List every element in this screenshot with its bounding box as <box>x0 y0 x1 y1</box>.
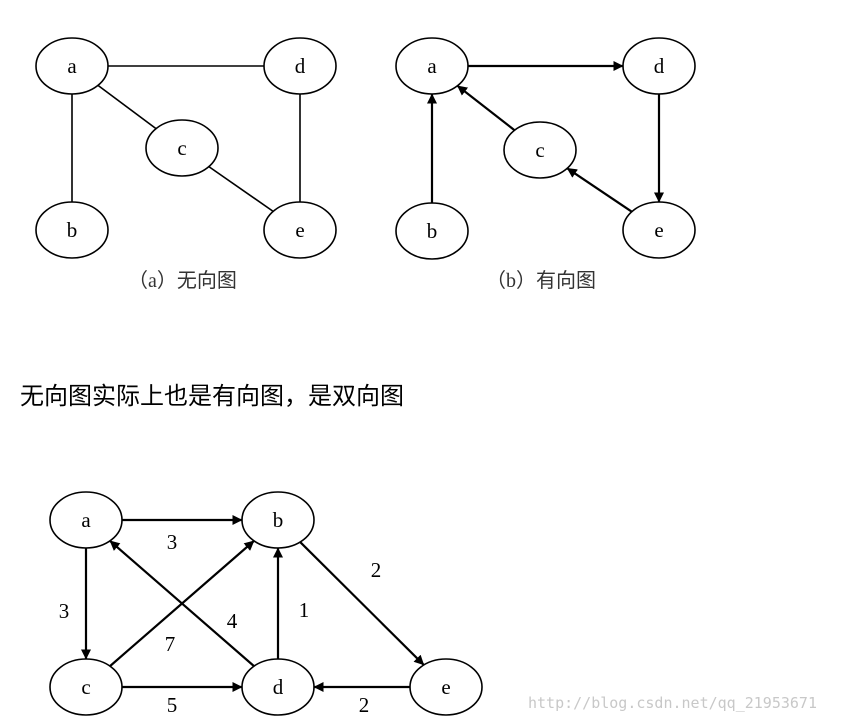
node-a-b: b <box>35 201 109 259</box>
node-weighted-a: a <box>49 491 123 549</box>
node-label: c <box>177 136 186 160</box>
node-label: d <box>273 675 284 699</box>
watermark-text: http://blog.csdn.net/qq_21953671 <box>528 694 817 712</box>
node-label: e <box>654 218 663 242</box>
node-circle <box>35 37 109 95</box>
node-label: b <box>427 219 438 243</box>
edge-a-a-c <box>97 84 157 130</box>
node-circle <box>263 37 337 95</box>
edge-a-c-e <box>208 165 274 213</box>
node-circle <box>35 201 109 259</box>
edge-b-c-a <box>456 84 516 132</box>
node-circle <box>49 658 123 716</box>
edge-weighted-b-e <box>299 541 425 666</box>
node-a-e: e <box>263 201 337 259</box>
node-b-a: a <box>395 37 469 95</box>
node-label: a <box>67 54 77 78</box>
note-text: 无向图实际上也是有向图，是双向图 <box>20 382 404 410</box>
node-circle <box>395 37 469 95</box>
node-label: b <box>273 508 284 532</box>
edges-layer <box>71 61 664 692</box>
caption-undirected: （a）无向图 <box>128 269 237 292</box>
node-circle <box>395 202 469 260</box>
node-circle <box>241 658 315 716</box>
node-a-a: a <box>35 37 109 95</box>
node-weighted-c: c <box>49 658 123 716</box>
node-a-c: c <box>145 119 219 177</box>
edge-b-e-c <box>566 167 633 213</box>
node-label: b <box>67 218 78 242</box>
node-circle <box>503 121 577 179</box>
node-circle <box>263 201 337 259</box>
node-b-d: d <box>622 37 696 95</box>
node-label: d <box>295 54 306 78</box>
edge-weighted-d-a <box>109 540 255 667</box>
weight-a-c: 3 <box>59 599 70 623</box>
node-circle <box>409 658 483 716</box>
node-label: e <box>295 218 304 242</box>
node-circle <box>241 491 315 549</box>
weight-b-e: 2 <box>371 558 382 582</box>
caption-directed: （b）有向图 <box>486 269 596 292</box>
weight-e-d: 2 <box>359 693 370 717</box>
node-label: a <box>427 54 437 78</box>
weight-d-a: 4 <box>227 609 238 633</box>
node-label: c <box>81 675 90 699</box>
node-b-b: b <box>395 202 469 260</box>
node-weighted-b: b <box>241 491 315 549</box>
node-circle <box>622 201 696 259</box>
weight-c-d: 5 <box>167 693 178 717</box>
weight-c-b: 7 <box>165 632 176 656</box>
node-b-c: c <box>503 121 577 179</box>
node-label: e <box>441 675 450 699</box>
node-label: c <box>535 138 544 162</box>
node-weighted-e: e <box>409 658 483 716</box>
node-circle <box>622 37 696 95</box>
node-label: a <box>81 508 91 532</box>
node-a-d: d <box>263 37 337 95</box>
node-b-e: e <box>622 201 696 259</box>
node-circle <box>145 119 219 177</box>
node-circle <box>49 491 123 549</box>
node-weighted-d: d <box>241 658 315 716</box>
nodes-layer: a b c d e a b c d e a b c d e <box>35 37 696 716</box>
weight-d-b: 1 <box>299 598 310 622</box>
node-label: d <box>654 54 665 78</box>
weights-layer: 3 3 7 4 1 2 5 2 <box>59 530 382 717</box>
weight-a-b: 3 <box>167 530 178 554</box>
